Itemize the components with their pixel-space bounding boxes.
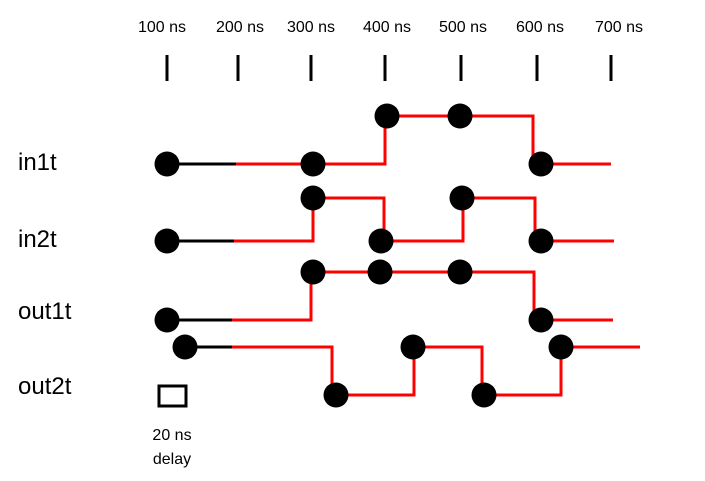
event-dot <box>300 185 326 211</box>
event-dot <box>528 307 554 333</box>
tick-label: 300 ns <box>286 19 336 36</box>
legend-label-line2: delay <box>152 451 192 468</box>
delay-legend-box <box>157 384 188 408</box>
tick-label: 200 ns <box>215 19 265 36</box>
waveform-in2t <box>234 196 614 243</box>
event-dot <box>447 103 473 129</box>
event-dot <box>154 307 180 333</box>
event-dot <box>154 228 180 254</box>
signal-label-out2t: out2t <box>18 373 72 400</box>
tick-label: 400 ns <box>362 19 412 36</box>
signal-label-in1t: in1t <box>18 149 57 176</box>
waveform-out1t <box>232 270 613 322</box>
event-dot <box>368 228 394 254</box>
event-dot <box>528 151 554 177</box>
signal-label-in2t: in2t <box>18 226 57 253</box>
event-dot <box>300 151 326 177</box>
event-dot <box>367 259 393 285</box>
event-dot <box>548 334 574 360</box>
tick-label: 500 ns <box>438 19 488 36</box>
tick-label: 100 ns <box>137 19 187 36</box>
event-dot <box>447 259 473 285</box>
event-dot <box>300 259 326 285</box>
event-dot <box>323 382 349 408</box>
event-dot <box>471 382 497 408</box>
waveform-in1t <box>236 114 611 166</box>
signal-label-out1t: out1t <box>18 298 72 325</box>
event-dot <box>449 185 475 211</box>
tick-label: 700 ns <box>594 19 644 36</box>
event-dot <box>154 151 180 177</box>
waveform-out2t <box>232 345 640 397</box>
legend-label-line1: 20 ns <box>152 427 192 444</box>
event-dot <box>374 103 400 129</box>
event-dot <box>400 334 426 360</box>
event-dot <box>528 228 554 254</box>
tick-label: 600 ns <box>515 19 565 36</box>
event-dot <box>172 334 198 360</box>
